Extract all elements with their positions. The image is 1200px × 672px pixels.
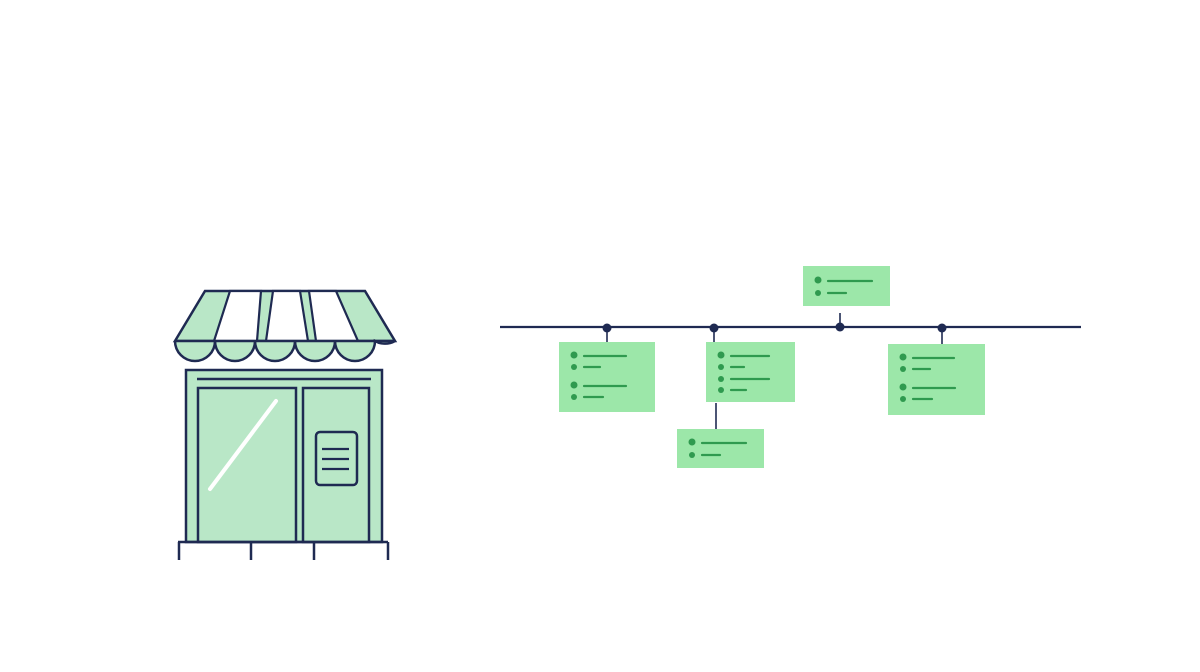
- timeline-card-1: [559, 342, 655, 412]
- storefront-icon: [172, 289, 398, 560]
- timeline-card-2: [706, 342, 795, 402]
- awning-stripe-2: [264, 289, 310, 343]
- sign-icon: [314, 430, 359, 487]
- glass-reflection-icon: [208, 399, 278, 491]
- timeline-card-5: [888, 344, 985, 415]
- timeline: [500, 313, 1081, 429]
- timeline-card-3: [677, 429, 764, 468]
- shop-window: [196, 386, 298, 544]
- timeline-card-4: [803, 266, 890, 306]
- awning-scallops: [173, 338, 396, 363]
